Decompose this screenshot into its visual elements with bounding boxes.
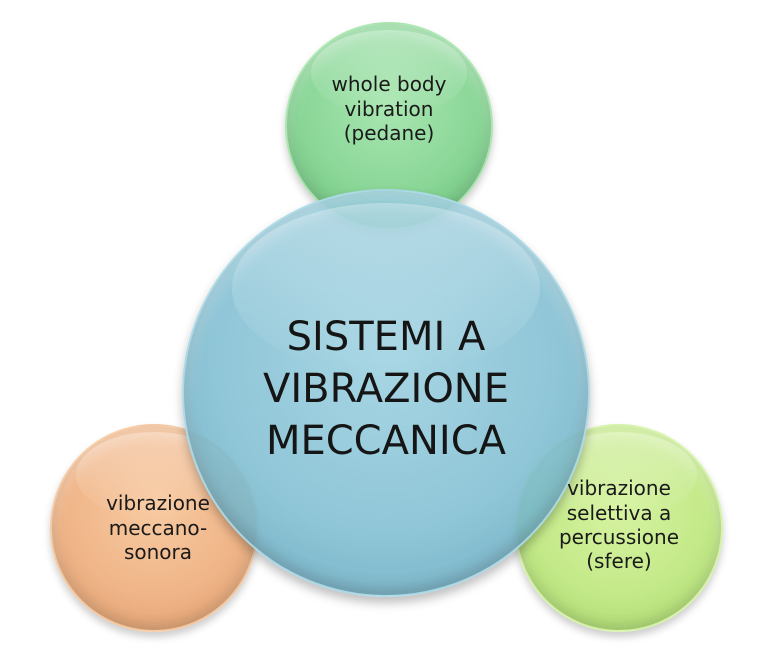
central-mechanical-vibration-systems-circle: SISTEMI A VIBRAZIONE MECCANICA [182, 189, 590, 597]
selective-percussion-vibration-label: vibrazione selettiva a percussione (sfer… [558, 476, 680, 574]
mechano-sonic-vibration-label: vibrazione meccano- sonora [106, 491, 210, 565]
central-title-label: SISTEMI A VIBRAZIONE MECCANICA [262, 314, 509, 464]
whole-body-vibration-label: whole body vibration (pedane) [331, 72, 447, 146]
